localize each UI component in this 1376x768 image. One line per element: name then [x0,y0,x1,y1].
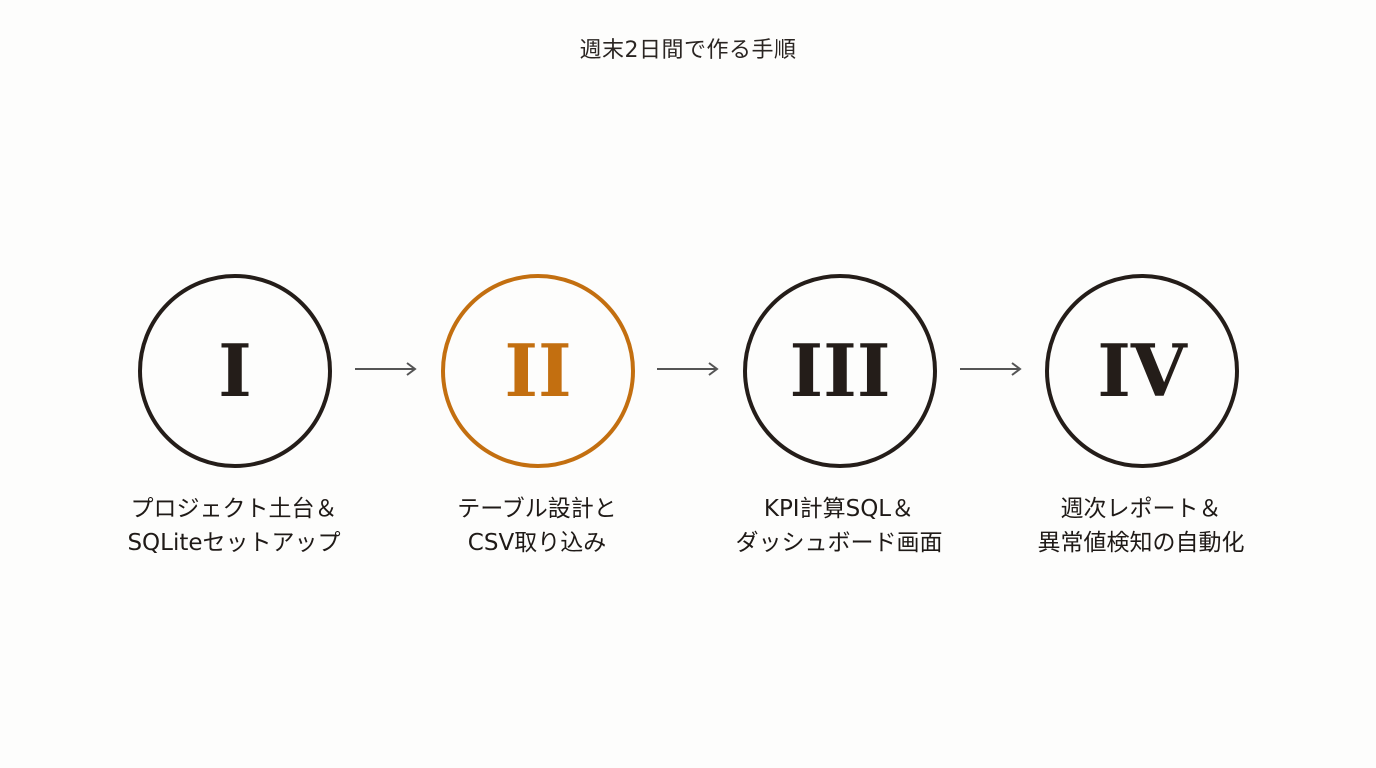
step-3-label-line2: ダッシュボード画面 [735,530,943,556]
step-3-numeral: III [789,328,891,413]
step-3-label: KPI計算SQL＆ ダッシュボード画面 [689,492,989,560]
step-2-label: テーブル設計と CSV取り込み [387,492,687,560]
diagram-title: 週末2日間で作る手順 [579,38,797,63]
step-4-circle [1045,274,1239,468]
step-3-circle [743,274,937,468]
step-1-label-line1: プロジェクト土台＆ [130,496,338,522]
step-4-label: 週次レポート＆ 異常値検知の自動化 [991,492,1291,560]
step-2-circle [441,274,635,468]
step-4-numeral: IV [1097,328,1187,413]
step-3-label-line1: KPI計算SQL＆ [763,496,915,522]
step-2-label-line1: テーブル設計と [457,496,617,522]
step-1: I [138,274,332,468]
arrow-right-icon [355,362,417,376]
step-1-label-line2: SQLiteセットアップ [127,530,341,556]
step-4-label-line1: 週次レポート＆ [1060,496,1222,522]
step-4-label-line2: 異常値検知の自動化 [1037,530,1245,556]
step-2: II [441,274,635,468]
step-3: III [743,274,937,468]
step-2-label-line2: CSV取り込み [467,530,607,556]
step-2-numeral: II [504,328,572,413]
arrow-right-icon [960,362,1022,376]
step-4: IV [1045,274,1239,468]
step-1-label: プロジェクト土台＆ SQLiteセットアップ [84,492,384,560]
arrow-right-icon [657,362,719,376]
step-1-numeral: I [218,328,252,413]
step-1-circle [138,274,332,468]
